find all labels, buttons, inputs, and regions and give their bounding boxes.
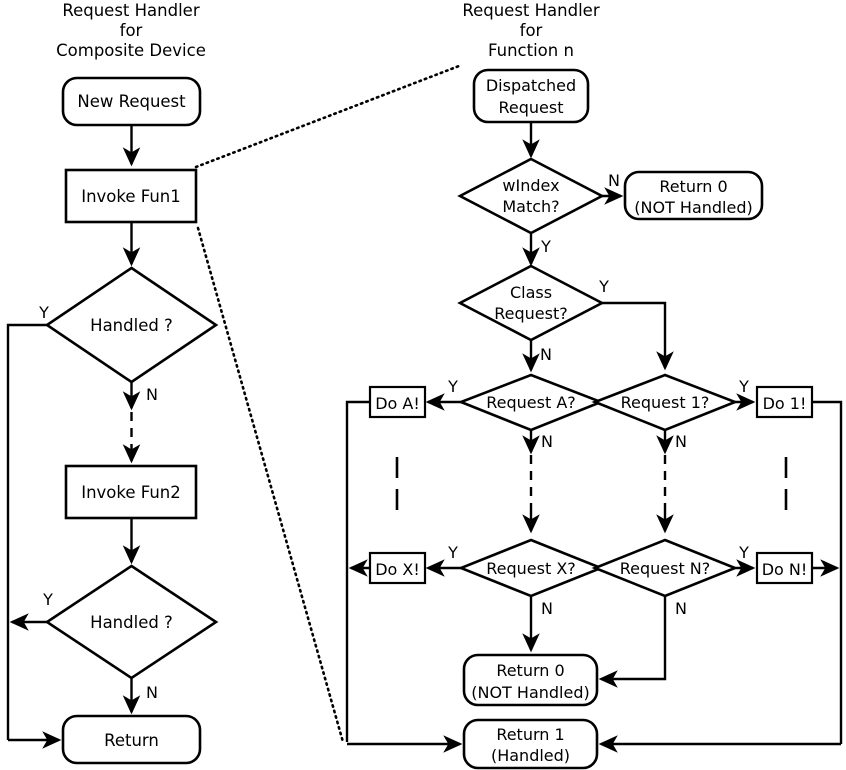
node-return1[interactable]: Return 1 (Handled) [462,718,599,770]
return-label: Return [104,731,159,750]
node-class-request[interactable]: Class Request? [457,264,605,342]
node-return0-top[interactable]: Return 0 (NOT Handled) [623,170,764,221]
return1-label-1: Return 1 [496,725,564,744]
node-do-1[interactable]: Do 1! [755,385,814,419]
edge-label-request-1-yes: Y [738,377,749,396]
edge-label-request-a-no: N [541,432,553,451]
class-request-label-2: Request? [494,304,567,323]
edge-label-request-x-no: N [541,599,553,618]
return0-bottom-label-2: (NOT Handled) [471,683,589,702]
left-title-line-1: Request Handler [62,1,199,20]
do-x-shape [368,551,427,585]
invoke-fun1-shape [64,168,198,224]
left-panel-title: Request Handler for Composite Device [56,1,206,60]
node-invoke-fun2[interactable]: Invoke Fun2 [64,464,198,520]
dispatched-request-label-1: Dispatched [486,76,576,95]
left-title-line-3: Composite Device [56,41,206,60]
edge-label-request-n-yes: Y [738,543,749,562]
left-title-line-2: for [120,21,143,40]
handled-1-label: Handled ? [90,316,173,335]
edge-class-yes [602,301,674,371]
do-a-label: Do A! [375,394,420,413]
return1-label-2: (Handled) [491,746,570,765]
dotted-connector-bottom [196,226,345,744]
invoke-fun2-label: Invoke Fun2 [81,483,181,502]
edge-handled1-yes-rail [6,323,47,740]
right-title-line-2: for [520,21,543,40]
node-request-x[interactable]: Request X? [457,538,605,598]
edge-label-windex-yes: Y [540,237,551,256]
invoke-fun2-shape [64,464,198,520]
edge-label-class-no: N [540,345,552,364]
edge-label-class-yes: Y [598,277,609,296]
edge-do-1-to-right-rail [812,400,843,744]
do-n-label: Do N! [762,560,808,579]
return0-top-shape [623,170,764,221]
edge-label-windex-no: N [608,171,620,190]
edge-label-request-n-no: N [675,599,687,618]
dotted-connector-top [194,64,461,169]
node-request-1[interactable]: Request 1? [591,373,739,432]
node-request-a[interactable]: Request A? [457,373,605,432]
right-panel-title: Request Handler for Function n [462,1,599,60]
node-return[interactable]: Return [61,714,202,765]
edge-label-request-a-yes: Y [447,377,458,396]
return0-top-label-2: (NOT Handled) [634,198,752,217]
node-dispatched-request[interactable]: Dispatched Request [472,68,590,124]
do-1-label: Do 1! [763,394,807,413]
edge-label-request-x-yes: Y [447,543,458,562]
edge-request-n-no [598,596,667,688]
class-request-shape [457,264,605,342]
node-new-request[interactable]: New Request [61,76,202,127]
return1-shape [462,718,599,770]
class-request-label-1: Class [510,283,552,302]
edge-label-handled2-yes: Y [42,590,53,609]
edge-label-request-1-no: N [675,432,687,451]
request-1-label: Request 1? [621,393,710,412]
handled-2-label: Handled ? [90,613,173,632]
node-request-n[interactable]: Request N? [591,538,739,598]
request-a-label: Request A? [486,393,576,412]
dispatched-request-label-2: Request [499,98,564,117]
request-n-label: Request N? [620,559,711,578]
node-handled-1[interactable]: Handled ? [44,266,219,384]
invoke-fun1-label: Invoke Fun1 [81,187,181,206]
windex-match-label-2: Match? [502,197,559,216]
node-do-x[interactable]: Do X! [368,551,427,585]
request-x-label: Request X? [486,559,576,578]
node-return0-bottom[interactable]: Return 0 (NOT Handled) [462,653,599,707]
node-handled-2[interactable]: Handled ? [44,564,219,680]
edge-label-handled1-yes: Y [38,303,49,322]
node-do-a[interactable]: Do A! [368,385,427,419]
edge-do-a-to-left-rail [345,400,370,742]
edge-label-handled1-no: N [146,385,158,404]
return-shape [61,714,202,765]
right-title-line-3: Function n [488,41,574,60]
return0-bottom-label-1: Return 0 [496,661,564,680]
new-request-label: New Request [77,92,186,111]
node-do-n[interactable]: Do N! [755,551,814,585]
return0-bottom-shape [462,653,599,707]
edge-label-handled2-no: N [146,683,158,702]
windex-match-shape [457,157,605,235]
right-title-line-1: Request Handler [462,1,599,20]
do-x-label: Do X! [375,560,420,579]
windex-match-label-1: wIndex [502,176,559,195]
node-invoke-fun1[interactable]: Invoke Fun1 [64,168,198,224]
node-windex-match[interactable]: wIndex Match? [457,157,605,235]
return0-top-label-1: Return 0 [659,177,727,196]
